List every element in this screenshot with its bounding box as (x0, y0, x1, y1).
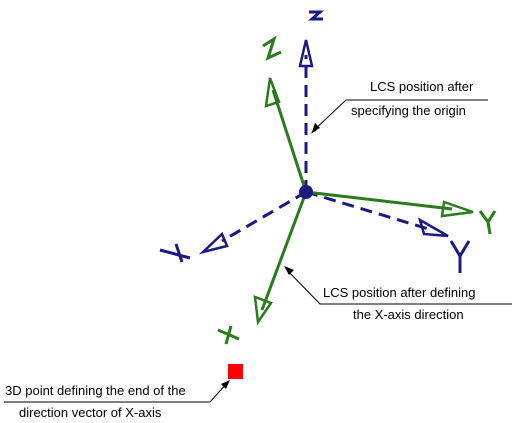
leader-xaxis-arrow-icon (284, 266, 294, 275)
note-xaxis-line2: the X-axis direction (353, 307, 464, 322)
defined-z-label (262, 35, 282, 61)
defined-y-arrowhead-icon (440, 200, 474, 218)
defined-z-axis (271, 89, 308, 193)
note-xaxis-line1: LCS position after defining (323, 285, 476, 300)
initial-x-label (159, 243, 191, 263)
initial-z-arrowhead-icon (298, 39, 314, 68)
initial-x-arrowhead-icon (198, 231, 229, 255)
note-origin-line1: LCS position after (370, 79, 474, 94)
defined-y-axis (305, 190, 453, 211)
defined-x-label (217, 325, 240, 345)
origin-point-icon (299, 185, 313, 199)
defined-x-axis (260, 191, 308, 311)
leader-xaxis (285, 268, 512, 305)
3d-point-icon (228, 364, 243, 379)
defined-lcs (217, 35, 497, 345)
defined-z-arrowhead-icon (264, 77, 281, 108)
leader-point (4, 381, 229, 403)
initial-lcs (159, 10, 471, 273)
leader-origin-arrow-icon (312, 123, 320, 132)
initial-y-axis (305, 190, 433, 232)
initial-x-axis (221, 190, 307, 243)
leader-origin (311, 99, 488, 133)
defined-x-arrowhead-icon (253, 295, 273, 326)
initial-y-label (449, 240, 471, 273)
leader-point-arrow-icon (221, 380, 230, 389)
note-point-line2: direction vector of X-axis (19, 405, 162, 420)
note-origin-line2: specifying the origin (351, 103, 466, 118)
leaders (4, 99, 512, 403)
initial-z-label (308, 10, 324, 21)
defined-y-label (478, 210, 497, 235)
initial-y-arrowhead-icon (417, 217, 449, 238)
note-point-line1: 3D point defining the end of the (5, 383, 186, 398)
